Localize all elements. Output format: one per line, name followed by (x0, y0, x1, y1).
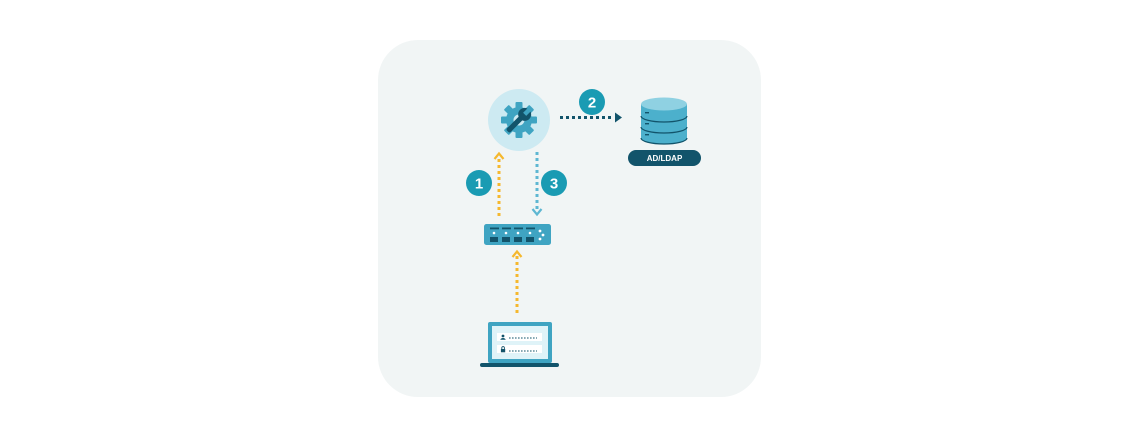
database-label: AD/LDAP (628, 150, 701, 166)
arrow-step-2 (560, 112, 622, 123)
step-badge-1: 1 (466, 170, 492, 196)
step-badge-1-text: 1 (475, 176, 483, 193)
arrow-step-3 (531, 152, 543, 217)
lock-icon (500, 346, 506, 353)
database-icon (640, 97, 688, 145)
step-badge-3: 3 (541, 170, 567, 196)
arrow-step-1 (493, 151, 505, 216)
laptop (480, 322, 559, 367)
gear-wrench-icon (501, 102, 537, 138)
diagram-panel (378, 40, 761, 397)
step-badge-3-text: 3 (550, 176, 558, 193)
step-badge-2-text: 2 (588, 95, 596, 112)
user-icon (500, 334, 506, 340)
network-switch-icon (484, 224, 551, 245)
database-label-text: AD/LDAP (647, 154, 683, 163)
network-switch (484, 224, 551, 245)
database-node: AD/LDAP (628, 97, 701, 166)
auth-server-node (488, 89, 550, 151)
arrow-laptop-to-switch (511, 249, 523, 313)
laptop-login-icon (480, 322, 559, 367)
step-badge-2: 2 (579, 89, 605, 115)
